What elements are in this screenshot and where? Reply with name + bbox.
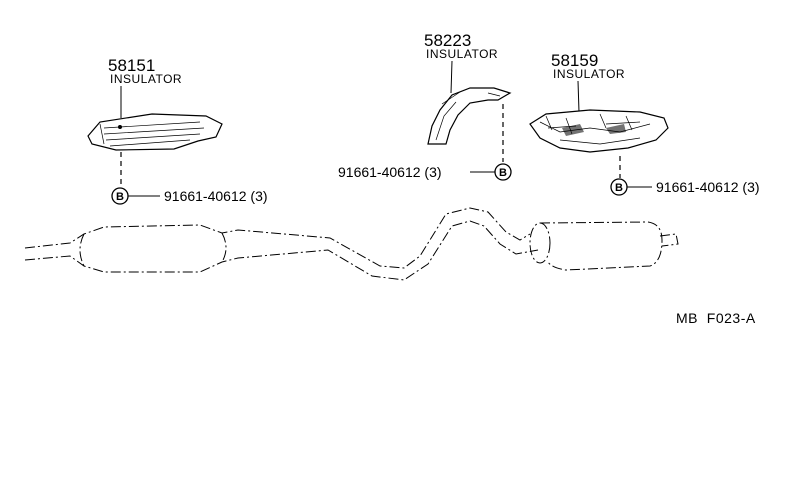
bolt-part-number: 91661-40612 (3) bbox=[338, 164, 442, 180]
plate-ribs bbox=[99, 121, 205, 147]
insulator-58151: 58151 INSULATOR B 91661-40612 (3) bbox=[87, 56, 268, 205]
diagram-reference-code: MB F023-A bbox=[676, 310, 756, 326]
tail-pipe bbox=[659, 233, 679, 247]
part-name-58159: INSULATOR bbox=[553, 67, 625, 81]
bolt-marker-letter: B bbox=[499, 167, 507, 179]
insulator-bracket bbox=[427, 87, 512, 145]
shield-shading bbox=[562, 124, 626, 136]
shield-ribs bbox=[539, 113, 651, 145]
part-number-58159: 58159 bbox=[551, 51, 598, 70]
pipe-upper-edge bbox=[24, 207, 531, 269]
exhaust-pipe-outline bbox=[24, 207, 679, 281]
bracket-edges bbox=[435, 91, 501, 141]
part-number-58223: 58223 bbox=[424, 31, 471, 50]
part-name-58151: INSULATOR bbox=[110, 72, 182, 86]
insulator-58223: 58223 INSULATOR B 91661-40612 (3) bbox=[338, 31, 512, 181]
pipe-lower-edge bbox=[24, 220, 539, 281]
muffler-body bbox=[539, 221, 663, 271]
mount-hole bbox=[118, 125, 122, 129]
part-number-58151: 58151 bbox=[108, 56, 155, 75]
insulator-plate bbox=[87, 113, 223, 151]
insulator-58159: 58159 INSULATOR B 91661-40612 (3) bbox=[529, 51, 760, 196]
bolt-part-number: 91661-40612 (3) bbox=[656, 179, 760, 195]
bolt-marker-letter: B bbox=[116, 191, 124, 203]
bolt-marker-letter: B bbox=[615, 182, 623, 194]
bolt-part-number: 91661-40612 (3) bbox=[164, 188, 268, 204]
leader-line bbox=[450, 60, 453, 94]
leader-line bbox=[577, 80, 580, 113]
converter-ends bbox=[79, 232, 227, 267]
insulator-heat-shield bbox=[529, 109, 669, 153]
part-name-58223: INSULATOR bbox=[426, 47, 498, 61]
muffler-front bbox=[529, 222, 551, 264]
